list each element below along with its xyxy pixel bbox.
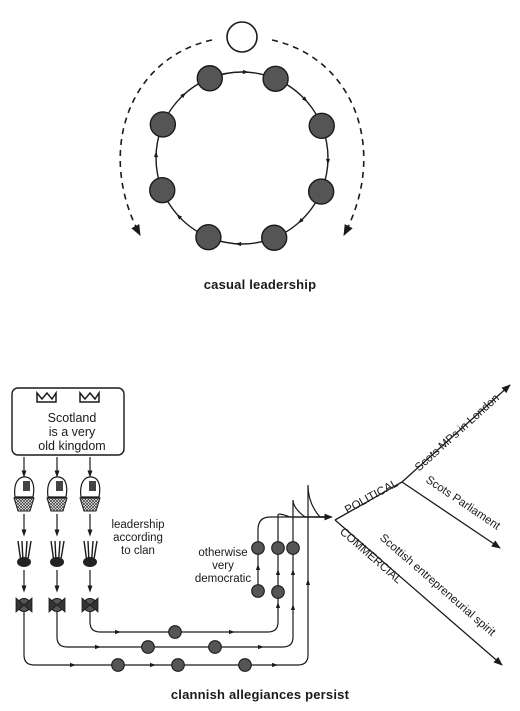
bagpipe-icon <box>50 557 64 567</box>
ring-arrow <box>300 95 308 103</box>
clan-line-2: according <box>113 532 163 544</box>
kingdom-line-1: Scotland <box>47 411 97 425</box>
bagpipe-drone <box>87 540 90 559</box>
top-caption: casual leadership <box>203 277 317 292</box>
member-node <box>149 177 176 204</box>
flow-node <box>251 584 265 598</box>
clan-line-1: leadership <box>111 519 165 531</box>
bagpipe-icon <box>83 557 97 567</box>
commercial-branch-arrow <box>334 519 503 666</box>
bagpipe-drone <box>17 540 22 559</box>
bagpipe-drone <box>21 540 24 559</box>
member-node <box>308 112 335 139</box>
clan-node-mark <box>48 597 66 613</box>
leader-circle-diagram <box>119 21 365 251</box>
ring-arrow <box>179 92 187 100</box>
ring-circle <box>155 71 329 245</box>
flow-node <box>271 585 285 599</box>
flow-node <box>141 640 155 654</box>
flow-node <box>168 625 182 639</box>
bonnet-icon <box>89 481 96 491</box>
dashed-arrow-left <box>119 39 213 236</box>
member-node <box>307 178 335 205</box>
tartan-icon <box>13 497 35 512</box>
flow-node <box>271 541 285 555</box>
bagpipe-drone <box>91 540 94 559</box>
bagpipe-drone <box>60 540 65 559</box>
kingdom-box-label: Scotland is a very old kingdom <box>22 411 122 453</box>
kingdom-box <box>11 387 125 456</box>
ring-arrow <box>297 216 305 224</box>
democratic-label: otherwise very democratic <box>190 547 256 586</box>
mps-branch-arrow <box>401 384 511 483</box>
democratic-line-3: democratic <box>194 573 252 585</box>
flow-node <box>171 658 185 672</box>
clan-columns <box>13 457 101 613</box>
clan-node-mark <box>81 597 99 613</box>
democratic-line-2: very <box>212 560 234 572</box>
clan-line-3: to clan <box>121 545 155 557</box>
bagpipe-drone <box>83 540 88 559</box>
bagpipe-drone <box>58 540 61 559</box>
bagpipe-drone <box>50 540 55 559</box>
parliament-branch-arrow <box>401 481 501 549</box>
flow-node <box>238 658 252 672</box>
bagpipe-drone <box>25 540 28 559</box>
member-node <box>261 224 288 251</box>
bagpipe-drone <box>27 540 32 559</box>
clan-node-mark <box>15 597 33 613</box>
bagpipe-drone <box>54 540 57 559</box>
flow-path-2 <box>56 499 330 648</box>
clan-flows <box>23 484 333 672</box>
flow-node <box>251 541 265 555</box>
leader-node <box>226 21 258 53</box>
bottom-caption: clannish allegiances persist <box>170 687 350 702</box>
flow-node <box>286 541 300 555</box>
dashed-arrow-right <box>271 39 365 236</box>
kingdom-line-3: old kingdom <box>38 439 106 453</box>
ring-arrow <box>176 213 184 221</box>
political-branch-line <box>334 481 403 521</box>
democratic-line-1: otherwise <box>198 547 248 559</box>
flow-path-3 <box>89 513 330 633</box>
crown-icon <box>79 390 100 403</box>
bonnet-icon <box>23 481 30 491</box>
clan-label: leadership according to clan <box>103 519 173 558</box>
flow-node <box>208 640 222 654</box>
flow-path-1 <box>23 484 330 666</box>
crown-icon <box>36 390 57 403</box>
member-node <box>262 65 289 93</box>
bagpipe-drone <box>93 540 98 559</box>
member-node <box>196 65 223 92</box>
tartan-icon <box>46 497 68 512</box>
bagpipe-icon <box>17 557 31 567</box>
member-nodes <box>149 65 335 251</box>
member-node <box>149 111 177 138</box>
bonnet-icon <box>56 481 63 491</box>
kingdom-line-2: is a very <box>48 425 96 439</box>
member-ring <box>153 69 331 247</box>
member-node <box>195 223 222 251</box>
flow-node <box>111 658 125 672</box>
clan-diagram <box>11 384 511 672</box>
flow-path-top <box>257 516 330 590</box>
tartan-icon <box>79 497 101 512</box>
